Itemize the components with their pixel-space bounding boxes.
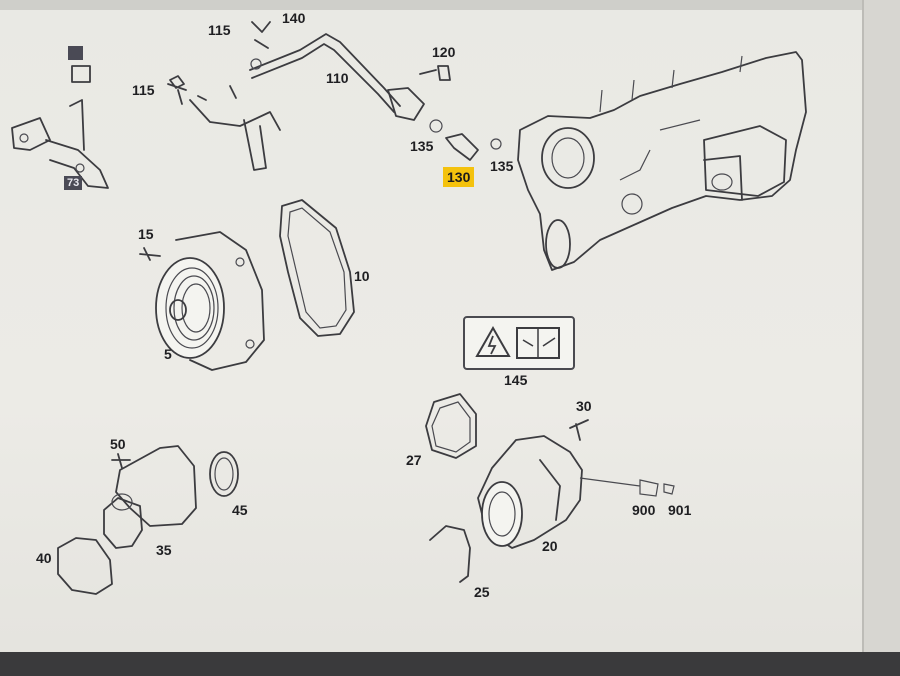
callout-130-highlighted: 130: [443, 167, 475, 187]
o-ring-45-drawing: [209, 451, 239, 497]
callout-27: 27: [406, 452, 422, 468]
window-top-edge: [0, 0, 900, 10]
callout-73: 73: [64, 176, 83, 190]
gasket-40-drawing: [57, 537, 113, 595]
callout-20: 20: [542, 538, 558, 554]
clip-25-drawing: [429, 525, 471, 583]
callout-135-right: 135: [490, 158, 514, 174]
warning-symbol-145: [463, 316, 575, 370]
callout-30: 30: [576, 398, 592, 414]
callout-140: 140: [282, 10, 306, 26]
connector-housing-20-drawing: [477, 419, 675, 549]
callout-25: 25: [474, 584, 490, 600]
callout-900: 900: [632, 502, 656, 518]
callout-115-top: 115: [208, 22, 231, 38]
bracket-73-drawing: [11, 65, 109, 189]
callout-15: 15: [138, 226, 154, 242]
outlet-35-drawing: [103, 445, 197, 549]
thermostat-housing-drawing: [517, 51, 807, 271]
callout-40: 40: [36, 550, 52, 566]
monitor-bezel: [0, 652, 900, 676]
callout-10: 10: [354, 268, 370, 284]
bolt-120-drawing: [419, 65, 451, 81]
callout-115-left: 115: [132, 82, 155, 98]
bolt-115-drawing: [167, 75, 187, 105]
callout-45: 45: [232, 502, 248, 518]
callout-145: 145: [504, 372, 528, 388]
callout-35: 35: [156, 542, 172, 558]
water-pump-5-drawing: [139, 231, 265, 371]
callout-110: 110: [326, 70, 349, 86]
seal-ring-27-drawing: [425, 393, 477, 459]
callout-901: 901: [668, 502, 692, 518]
callout-5: 5: [164, 346, 172, 362]
callout-50: 50: [110, 436, 126, 452]
gasket-10-drawing: [279, 199, 355, 337]
callout-135-left: 135: [410, 138, 434, 154]
hose-130-drawing: [429, 119, 502, 161]
callout-120: 120: [432, 44, 456, 60]
window-right-edge: [862, 0, 900, 676]
coolant-pipe-110-drawing: [189, 21, 425, 171]
callout-dark-box: [68, 46, 84, 60]
